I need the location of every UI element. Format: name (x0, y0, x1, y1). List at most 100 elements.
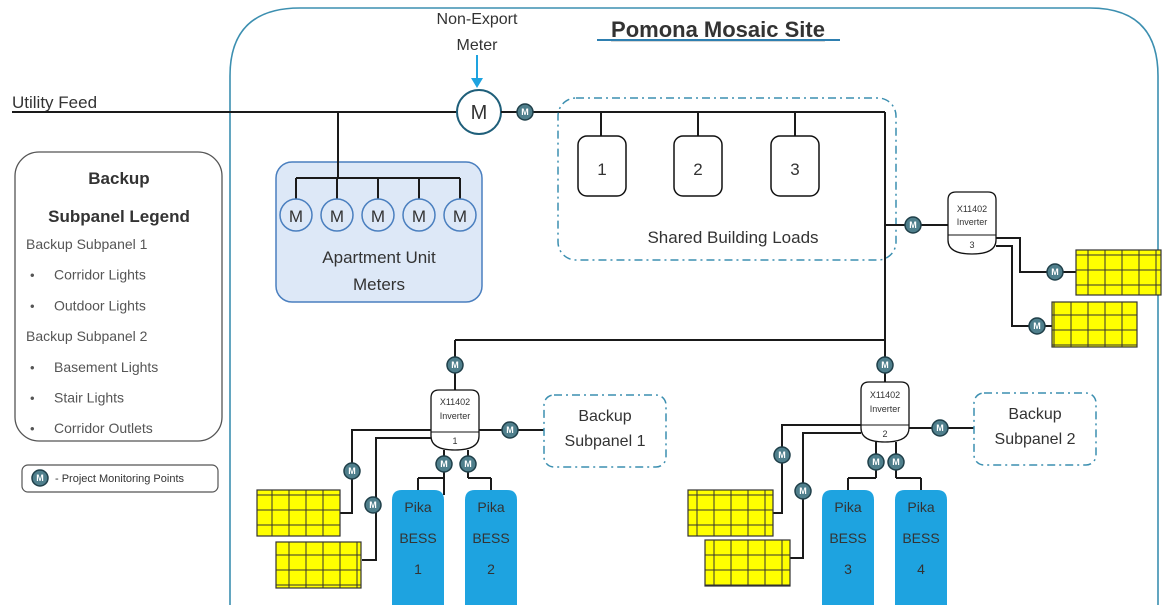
svg-text:X11402: X11402 (440, 397, 470, 407)
apartment-label-1: Apartment Unit (322, 248, 436, 267)
svg-text:Inverter: Inverter (957, 217, 988, 227)
svg-text:M: M (36, 473, 44, 483)
solar-array-1a (256, 489, 341, 537)
svg-text:M: M (440, 459, 448, 469)
svg-text:3: 3 (969, 240, 974, 250)
bess-1: Pika BESS 1 (392, 490, 444, 605)
apartment-meter-3: M (361, 178, 395, 232)
svg-text:BESS: BESS (902, 530, 939, 546)
svg-text:Pika: Pika (834, 499, 861, 515)
legend-subheading: Backup Subpanel 2 (26, 328, 148, 344)
solar-array-3b (1051, 301, 1138, 348)
meter-label-2: Meter (457, 37, 499, 54)
inverter-1: X11402 Inverter 1 (430, 389, 480, 451)
svg-text:M: M (506, 425, 514, 435)
legend-bullet: • (30, 421, 35, 436)
shared-load-3: 3 (770, 112, 820, 197)
legend-item: Corridor Lights (54, 267, 146, 283)
monitoring-point-pv1a: M (343, 462, 361, 480)
svg-text:M: M (464, 459, 472, 469)
svg-text:1: 1 (452, 436, 457, 446)
inverter-2: X11402 Inverter 2 (860, 381, 910, 443)
bess-4: Pika BESS 4 (895, 490, 947, 605)
monitoring-point-bess2: M (459, 455, 477, 473)
apartment-label-2: Meters (353, 275, 405, 294)
apartment-meter-4: M (402, 178, 436, 232)
backup-subpanel-2-line1: Backup (1008, 406, 1061, 423)
monitoring-point-backup1: M (501, 421, 519, 439)
svg-text:2: 2 (487, 561, 495, 577)
legend-subheading: Backup Subpanel 1 (26, 236, 148, 252)
svg-text:M: M (348, 466, 356, 476)
utility-feed-label: Utility Feed (12, 93, 97, 112)
svg-text:2: 2 (693, 160, 702, 179)
legend-item: Basement Lights (54, 359, 158, 375)
backup-subpanel-2 (973, 392, 1097, 466)
svg-text:Inverter: Inverter (440, 411, 471, 421)
legend-title-1: Backup (88, 169, 149, 188)
solar-array-2a (687, 489, 774, 537)
legend-title-2: Subpanel Legend (48, 207, 190, 226)
svg-text:M: M (453, 207, 467, 226)
monitoring-point-bess4: M (887, 453, 905, 471)
backup-subpanel-1-line2: Subpanel 1 (565, 433, 646, 450)
site-boundary (229, 7, 1159, 605)
monitoring-point-pv3a: M (1046, 263, 1064, 281)
solar-array-3a (1075, 249, 1162, 296)
solar-array-2b (704, 539, 791, 587)
monitoring-point-pv3b: M (1028, 317, 1046, 335)
shared-loads-boundary (557, 97, 897, 261)
legend-item: Corridor Outlets (54, 420, 153, 436)
apartment-meter-5: M (443, 178, 477, 232)
non-export-meter-symbol: M (471, 102, 488, 124)
monitoring-point-pv1b: M (364, 496, 382, 514)
svg-text:1: 1 (597, 160, 606, 179)
svg-text:Inverter: Inverter (870, 404, 901, 414)
svg-text:M: M (799, 486, 807, 496)
apartment-meter-2: M (320, 178, 354, 232)
svg-text:M: M (412, 207, 426, 226)
legend-items: Backup Subpanel 1•Corridor Lights•Outdoo… (26, 236, 158, 436)
legend-bullet: • (30, 360, 35, 375)
monitoring-point-bess3: M (867, 453, 885, 471)
monitoring-point-inverter2-feed: M (876, 356, 894, 374)
svg-text:M: M (872, 457, 880, 467)
monitoring-point-main: M (516, 103, 534, 121)
legend-bullet: • (30, 391, 35, 406)
svg-text:X11402: X11402 (957, 204, 987, 214)
legend-item: Stair Lights (54, 390, 124, 406)
svg-text:2: 2 (882, 429, 887, 439)
monitoring-point-pv2a: M (773, 446, 791, 464)
meter-label-1: Non-Export (437, 11, 518, 28)
backup-subpanel-1-line1: Backup (578, 408, 631, 425)
svg-text:BESS: BESS (472, 530, 509, 546)
backup-subpanel-1 (543, 394, 667, 468)
svg-text:M: M (936, 423, 944, 433)
monitoring-point-backup2: M (931, 419, 949, 437)
svg-text:M: M (909, 220, 917, 230)
meter-pointer-arrow (471, 78, 483, 88)
monitoring-point-inverter3: M (904, 216, 922, 234)
monitoring-point-pv2b: M (794, 482, 812, 500)
svg-text:3: 3 (790, 160, 799, 179)
svg-text:Pika: Pika (477, 499, 504, 515)
monitoring-point-inverter1-feed: M (446, 356, 464, 374)
svg-text:BESS: BESS (829, 530, 866, 546)
monitoring-key-box (21, 464, 219, 493)
backup-subpanel-2-line2: Subpanel 2 (995, 431, 1076, 448)
svg-text:M: M (1051, 267, 1059, 277)
shared-load-1: 1 (577, 112, 627, 197)
svg-text:1: 1 (414, 561, 422, 577)
svg-text:4: 4 (917, 561, 925, 577)
solar-array-1b (275, 541, 362, 589)
monitoring-key-icon: M (31, 469, 49, 487)
apartment-meter-panel (275, 161, 483, 303)
svg-text:BESS: BESS (399, 530, 436, 546)
svg-text:3: 3 (844, 561, 852, 577)
legend-bullet: • (30, 298, 35, 313)
bess-3: Pika BESS 3 (822, 490, 874, 605)
inverter3-pv-line-1 (996, 237, 1080, 273)
legend-box (14, 151, 223, 442)
svg-text:M: M (289, 207, 303, 226)
